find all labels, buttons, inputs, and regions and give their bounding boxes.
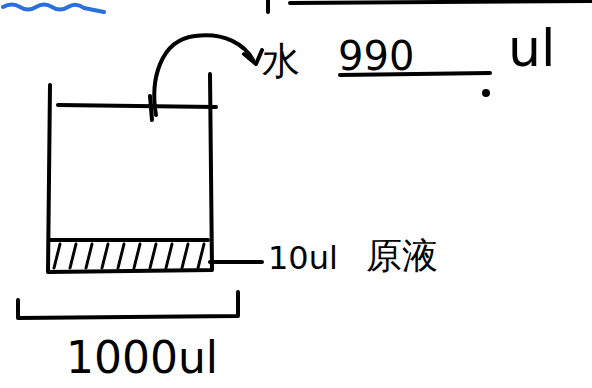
sediment-hatching [52,240,208,270]
blue-squiggle [3,5,104,13]
volume-number: 990 [338,36,414,76]
arrow-head [244,50,262,64]
sediment-line [50,238,208,242]
total-volume: 1000ul [66,336,218,380]
stock-label: 原液 [366,238,438,274]
water-label: 水 [262,42,300,80]
width-bracket [18,292,238,318]
liquid-level [58,105,216,107]
level-tick [150,96,152,120]
stock-volume: 10ul [268,242,338,274]
unit-label: ul [508,22,555,74]
leader-line [210,260,262,264]
top-line [290,1,592,3]
top-stroke [266,0,270,12]
curved-arrow [154,35,253,115]
dot [484,91,488,95]
